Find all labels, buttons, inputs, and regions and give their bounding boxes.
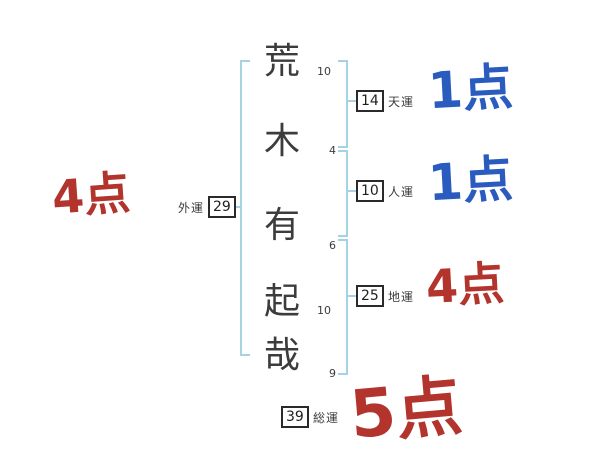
name-char-2: 木 [263,121,300,162]
name-char-3: 有 [263,205,300,246]
name-char-5: 哉 [263,335,300,376]
stroke-count-3: 6 [329,239,336,252]
souun-label: 総運 [313,411,340,425]
tenun-bracket-connector [348,100,356,102]
gaiun-label: 外運 [178,201,205,215]
stroke-count-2: 4 [329,144,336,157]
stroke-count-4: 10 [317,304,331,317]
jinun-bracket-tick-bottom [338,235,346,237]
name-char-1: 荒 [263,41,300,82]
gaiun-bracket-connector [233,206,240,208]
tenun-bracket-tick-top [338,60,346,62]
chiun-bracket-connector [348,295,356,297]
chiun-bracket [346,239,348,375]
jinun-value-box: 10 [356,180,384,202]
jinun-bracket-connector [348,190,356,192]
gaiun-score: 4点 [50,165,132,225]
jinun-bracket-tick-top [338,150,346,152]
gaiun-bracket [240,60,242,356]
chiun-bracket-tick-top [338,239,346,241]
souun-score: 5点 [346,367,466,454]
gaiun-bracket-tick-top [240,60,250,62]
jinun-score: 1点 [426,149,515,213]
jinun-label: 人運 [388,185,415,199]
chiun-score: 4点 [424,255,506,315]
tenun-value-box: 14 [356,90,384,112]
stroke-count-1: 10 [317,65,331,78]
tenun-score: 1点 [426,57,515,121]
tenun-bracket-tick-bottom [338,146,346,148]
gaiun-value-box: 29 [208,196,236,218]
chiun-bracket-tick-bottom [338,373,346,375]
name-char-4: 起 [263,281,300,322]
souun-value-box: 39 [281,406,309,428]
tenun-bracket [346,60,348,148]
tenun-label: 天運 [388,95,415,109]
chiun-label: 地運 [388,290,415,304]
chiun-value-box: 25 [356,285,384,307]
jinun-bracket [346,150,348,237]
gaiun-bracket-tick-bottom [240,354,250,356]
stroke-count-5: 9 [329,367,336,380]
